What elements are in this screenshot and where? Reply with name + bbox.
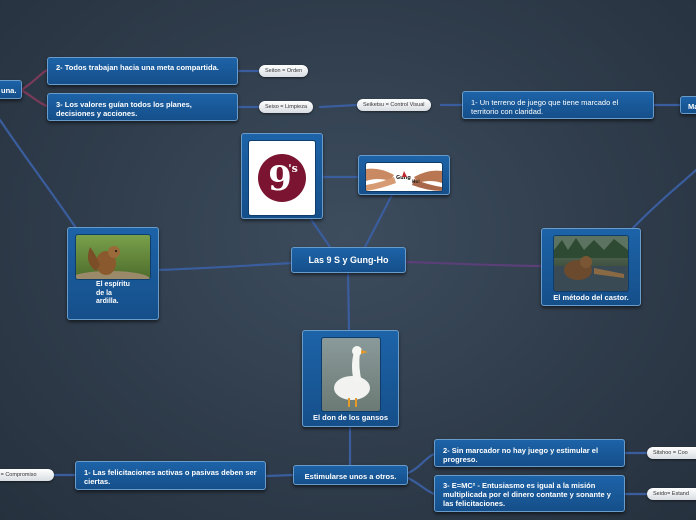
node-sin-marcador[interactable]: 2- Sin marcador no hay juego y estimular… [434, 439, 625, 467]
svg-text:9: 9 [268, 159, 292, 199]
goose-label: El don de los gansos [312, 413, 388, 422]
node-goose[interactable]: El don de los gansos [302, 330, 399, 427]
emc2-label: 3- E=MC² - Entusiasmo es igual a la misi… [443, 481, 611, 508]
goose-icon [333, 346, 370, 407]
node-ma-label: Ma [688, 102, 696, 111]
node-ma[interactable]: Ma [680, 96, 696, 114]
beaver-label: El método del castor. [553, 293, 629, 302]
connector-center-logo [308, 216, 332, 249]
connector-estimularse-felicitaciones [264, 473, 295, 478]
connector-estimularse-sin-marcador [406, 452, 436, 475]
node-meta-compartida[interactable]: 2- Todos trabajan hacia una meta compart… [47, 57, 238, 85]
node-valores-label: 3- Los valores guían todos los planes, d… [56, 100, 192, 118]
gungho-image: Gung Ho! [365, 162, 443, 192]
svg-text:Ho!: Ho! [412, 179, 420, 184]
beaver-image [553, 235, 629, 292]
goose-image [320, 337, 381, 412]
squirrel-label: El espíritu de la ardilla. [96, 281, 130, 305]
squirrel-icon [76, 246, 150, 279]
node-beaver[interactable]: El método del castor. [541, 228, 641, 306]
pill-seido[interactable]: Seido= Estand [647, 488, 696, 500]
node-meta-label: 2- Todos trabajan hacia una meta compart… [56, 63, 219, 72]
estimularse-label: Estimularse unos a otros. [304, 472, 397, 481]
node-terreno-label: 1- Un terreno de juego que tiene marcado… [471, 98, 619, 116]
connector-pill-seiketsu [318, 103, 359, 109]
node-emc2[interactable]: 3- E=MC² - Entusiasmo es igual a la misi… [434, 475, 625, 512]
pill-seiketsu[interactable]: Seiketsu = Control Visual [357, 99, 431, 111]
node-valores[interactable]: 3- Los valores guían todos los planes, d… [47, 93, 238, 121]
node-estimularse[interactable]: Estimularse unos a otros. [293, 465, 408, 485]
connector-beaver-up [631, 168, 696, 230]
node-felicitaciones[interactable]: 1- Las felicitaciones activas o pasivas … [75, 461, 266, 490]
logo-9s-image: 9 's [248, 140, 316, 216]
svg-text:Gung: Gung [396, 175, 411, 181]
node-squirrel[interactable]: El espíritu de la ardilla. [67, 227, 159, 320]
svg-text:'s: 's [288, 162, 298, 175]
connector-center-gungho [363, 191, 395, 249]
sin-marcador-label: 2- Sin marcador no hay juego y estimular… [443, 446, 599, 464]
connector-squirrel-up [0, 118, 78, 230]
connector-una-meta [19, 68, 49, 92]
central-topic[interactable]: Las 9 S y Gung-Ho [291, 247, 406, 273]
node-gungho[interactable]: Gung Ho! [358, 155, 450, 195]
pill-seiso[interactable]: Seiso = Limpieza [259, 101, 314, 113]
beaver-icon [554, 236, 628, 291]
connector-una-valores [19, 88, 49, 108]
connector-estimularse-emc2 [406, 476, 436, 496]
central-topic-label: Las 9 S y Gung-Ho [308, 255, 389, 265]
node-terreno[interactable]: 1- Un terreno de juego que tiene marcado… [462, 91, 654, 119]
node-logo-9s[interactable]: 9 's [241, 133, 323, 219]
pill-shitsuke[interactable]: Sitshoo = Coo [647, 447, 696, 459]
pill-compromiso[interactable]: u = Compromiso [0, 469, 54, 481]
connector-center-goose [346, 270, 351, 332]
pill-seiton[interactable]: Seiton = Orden [259, 65, 309, 77]
node-una-label: una. [1, 86, 17, 95]
nine-s-logo-icon: 9 's [258, 154, 306, 202]
node-una[interactable]: una. [0, 80, 22, 99]
squirrel-image [75, 234, 151, 280]
felicitaciones-label: 1- Las felicitaciones activas o pasivas … [84, 468, 257, 486]
hands-icon: Gung Ho! [366, 168, 442, 191]
